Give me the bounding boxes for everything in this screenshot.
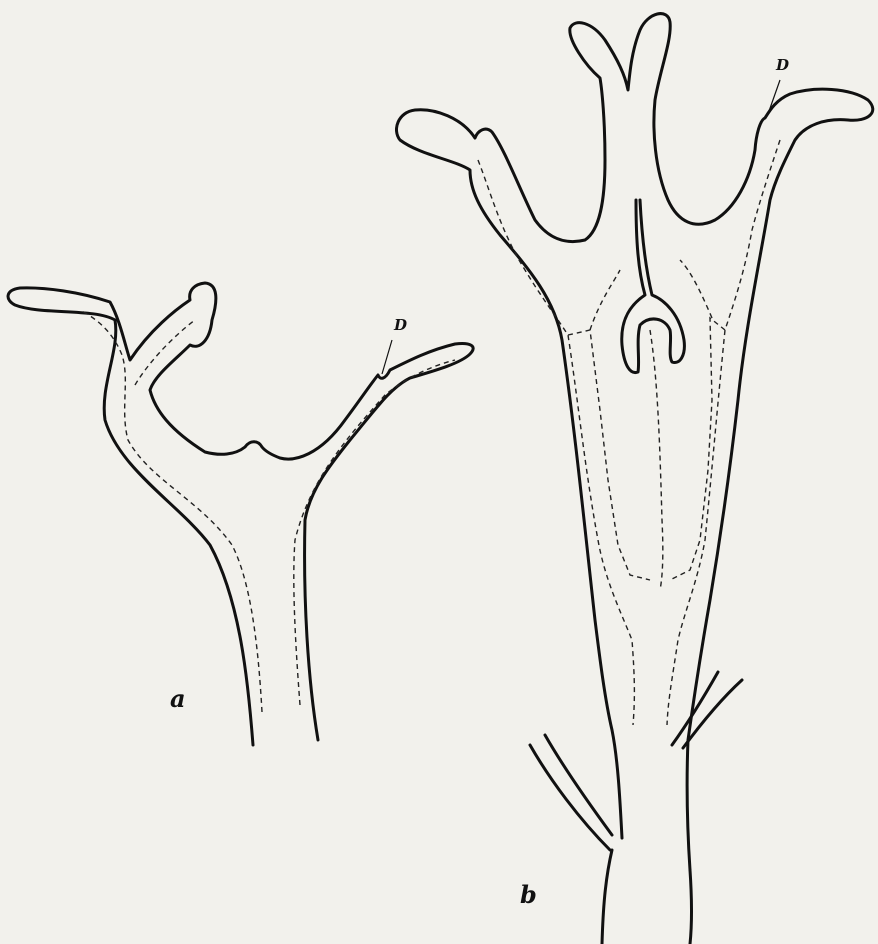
figure-a-label: a bbox=[170, 684, 186, 713]
figure-b-left-side-branch bbox=[530, 735, 612, 850]
figure-b-main-outline bbox=[396, 14, 872, 870]
figure-a-left-outline bbox=[8, 283, 473, 745]
figure-b bbox=[396, 14, 872, 944]
figure-b-left-channel bbox=[478, 160, 634, 725]
figure-a bbox=[8, 283, 473, 745]
figure-b-right-channel bbox=[667, 140, 780, 725]
figure-a-marker-label: D bbox=[394, 316, 407, 334]
figure-b-marker-leader bbox=[768, 80, 780, 114]
figure-a-arm-dashed bbox=[135, 320, 195, 385]
figure-b-right-side-branch bbox=[672, 672, 742, 748]
figure-b-lower-stem bbox=[602, 850, 692, 944]
figure-b-inner-stalk bbox=[622, 200, 685, 373]
figure-a-left-dashed bbox=[80, 310, 262, 712]
figure-b-inner-right-dashed bbox=[670, 318, 725, 580]
figure-b-central-dashed bbox=[650, 330, 663, 590]
figure-b-marker-label: D bbox=[776, 56, 789, 74]
figure-b-label: b bbox=[520, 880, 537, 909]
